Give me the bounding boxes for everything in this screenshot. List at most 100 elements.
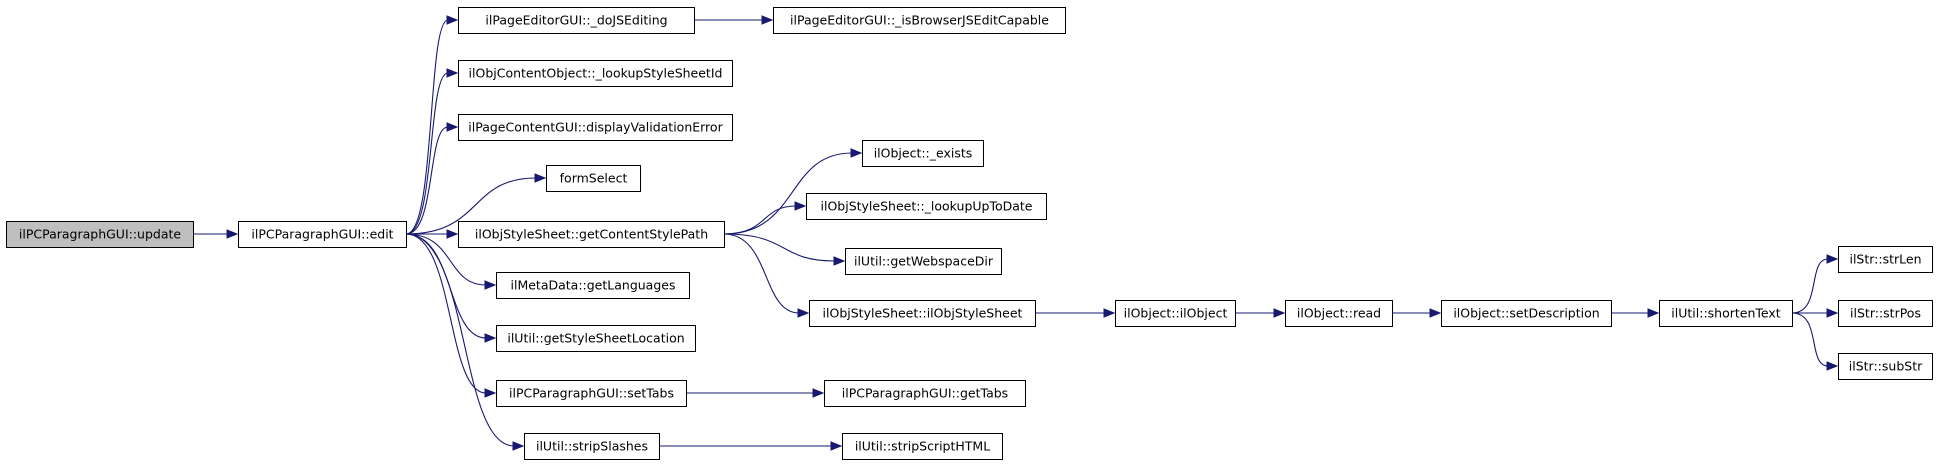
node-ilmetadata-getlanguages[interactable]: ilMetaData::getLanguages bbox=[496, 272, 690, 299]
node-box[interactable] bbox=[1115, 300, 1236, 327]
edge-arrowhead bbox=[761, 15, 774, 25]
node-box[interactable] bbox=[809, 300, 1036, 327]
edge-n7-n16 bbox=[723, 233, 800, 314]
node-label: ilStr::strLen bbox=[1849, 252, 1921, 267]
node-label: ilObjContentObject::_lookupStyleSheetId bbox=[469, 66, 723, 81]
node-box[interactable] bbox=[1838, 300, 1933, 327]
node-ilobject-exists[interactable]: ilObject::_exists bbox=[862, 140, 984, 167]
edge-arrowhead bbox=[812, 388, 825, 398]
node-box[interactable] bbox=[1838, 246, 1933, 273]
node-ilstr-strpos[interactable]: ilStr::strPos bbox=[1838, 300, 1933, 327]
node-label: ilPCParagraphGUI::update bbox=[19, 227, 182, 242]
node-box[interactable] bbox=[458, 7, 695, 34]
edge-arrowhead bbox=[484, 333, 497, 343]
edge-arrowhead bbox=[1826, 361, 1839, 371]
node-label: formSelect bbox=[560, 171, 628, 186]
edge-arrowhead bbox=[833, 256, 846, 266]
edge-n7-n15 bbox=[723, 233, 836, 262]
edge-arrowhead bbox=[446, 229, 459, 239]
node-box[interactable] bbox=[824, 380, 1026, 407]
edge-arrowhead bbox=[1429, 308, 1442, 318]
node-box[interactable] bbox=[496, 272, 690, 299]
node-ilutil-stripslashes[interactable]: ilUtil::stripSlashes bbox=[524, 433, 660, 460]
node-box[interactable] bbox=[1441, 300, 1612, 327]
edge-arrowhead bbox=[797, 308, 810, 318]
edge-n2-n11 bbox=[405, 233, 515, 447]
node-box[interactable] bbox=[458, 221, 725, 248]
edge-n22-n25 bbox=[1791, 312, 1829, 367]
node-box[interactable] bbox=[524, 433, 660, 460]
node-ilpcparagraphgui-edit[interactable]: ilPCParagraphGUI::edit bbox=[238, 221, 407, 248]
node-label: ilPCParagraphGUI::getTabs bbox=[842, 386, 1008, 401]
edge-arrowhead bbox=[534, 173, 547, 183]
node-ilobjstylesheet-getcontentstylepath[interactable]: ilObjStyleSheet::getContentStylePath bbox=[458, 221, 725, 248]
node-label: ilPageEditorGUI::_isBrowserJSEditCapable bbox=[790, 13, 1049, 28]
node-ilstr-substr[interactable]: ilStr::subStr bbox=[1838, 353, 1933, 380]
node-ilobject-setdescription[interactable]: ilObject::setDescription bbox=[1441, 300, 1612, 327]
node-ilstr-strlen[interactable]: ilStr::strLen bbox=[1838, 246, 1933, 273]
edge-arrowhead bbox=[484, 388, 497, 398]
node-box[interactable] bbox=[458, 114, 733, 141]
node-ilutil-getwebspacedir[interactable]: ilUtil::getWebspaceDir bbox=[845, 248, 1002, 275]
edge-arrowhead bbox=[1826, 308, 1839, 318]
edge-arrowhead bbox=[794, 201, 807, 211]
node-box[interactable] bbox=[6, 221, 194, 248]
node-label: ilMetaData::getLanguages bbox=[511, 278, 676, 293]
node-ilpageeditorgui-isbrowserjseditcapable[interactable]: ilPageEditorGUI::_isBrowserJSEditCapable bbox=[773, 7, 1066, 34]
edge-n2-n6 bbox=[405, 177, 537, 235]
edge-arrowhead bbox=[1273, 308, 1286, 318]
node-label: ilObjStyleSheet::_lookupUpToDate bbox=[821, 199, 1033, 214]
node-label: ilUtil::shortenText bbox=[1671, 306, 1780, 321]
node-box[interactable] bbox=[458, 60, 733, 87]
node-box[interactable] bbox=[806, 193, 1047, 220]
node-label: ilPageContentGUI::displayValidationError bbox=[468, 120, 723, 135]
node-box[interactable] bbox=[546, 165, 641, 192]
edge-n2-n10 bbox=[405, 233, 487, 394]
node-box[interactable] bbox=[773, 7, 1066, 34]
node-ilutil-getstylesheetlocation[interactable]: ilUtil::getStyleSheetLocation bbox=[496, 325, 696, 352]
node-label: ilObjStyleSheet::ilObjStyleSheet bbox=[823, 306, 1023, 321]
node-ilpcparagraphgui-gettabs[interactable]: ilPCParagraphGUI::getTabs bbox=[824, 380, 1026, 407]
node-box[interactable] bbox=[845, 248, 1002, 275]
node-box[interactable] bbox=[1659, 300, 1793, 327]
node-ilutil-stripscripthtml[interactable]: ilUtil::stripScriptHTML bbox=[842, 433, 1003, 460]
node-formselect[interactable]: formSelect bbox=[546, 165, 641, 192]
node-label: ilStr::subStr bbox=[1849, 359, 1923, 374]
node-ilpagecontentgui-displayvalidationerror[interactable]: ilPageContentGUI::displayValidationError bbox=[458, 114, 733, 141]
node-box[interactable] bbox=[842, 433, 1003, 460]
node-ilobjcontentobject-lookupstylesheetid[interactable]: ilObjContentObject::_lookupStyleSheetId bbox=[458, 60, 733, 87]
edge-n7-n14 bbox=[723, 205, 797, 235]
node-ilutil-shortentext[interactable]: ilUtil::shortenText bbox=[1659, 300, 1793, 327]
node-ilobjstylesheet-ilobjstylesheet[interactable]: ilObjStyleSheet::ilObjStyleSheet bbox=[809, 300, 1036, 327]
node-label: ilStr::strPos bbox=[1850, 306, 1921, 321]
node-label: ilUtil::getStyleSheetLocation bbox=[507, 331, 684, 346]
node-label: ilPCParagraphGUI::edit bbox=[251, 227, 393, 242]
node-box[interactable] bbox=[1285, 300, 1393, 327]
node-label: ilObject::_exists bbox=[874, 146, 973, 161]
edge-arrowhead bbox=[830, 441, 843, 451]
node-ilpcparagraphgui-settabs[interactable]: ilPCParagraphGUI::setTabs bbox=[496, 380, 687, 407]
node-box[interactable] bbox=[496, 380, 687, 407]
node-box[interactable] bbox=[862, 140, 984, 167]
node-label: ilObject::setDescription bbox=[1453, 306, 1599, 321]
node-label: ilObjStyleSheet::getContentStylePath bbox=[475, 227, 708, 242]
node-label: ilObject::ilObject bbox=[1124, 306, 1228, 321]
edge-n2-n5 bbox=[405, 126, 449, 235]
edge-arrowhead bbox=[484, 280, 497, 290]
node-ilobject-read[interactable]: ilObject::read bbox=[1285, 300, 1393, 327]
node-ilobjstylesheet-lookupuptodate[interactable]: ilObjStyleSheet::_lookupUpToDate bbox=[806, 193, 1047, 220]
node-ilpcparagraphgui-update[interactable]: ilPCParagraphGUI::update bbox=[6, 221, 194, 248]
node-box[interactable] bbox=[496, 325, 696, 352]
node-box[interactable] bbox=[238, 221, 407, 248]
node-ilobject-ilobject[interactable]: ilObject::ilObject bbox=[1115, 300, 1236, 327]
edge-arrowhead bbox=[446, 68, 459, 78]
node-ilpageeditorgui-dojsediting[interactable]: ilPageEditorGUI::_doJSEditing bbox=[458, 7, 695, 34]
node-box[interactable] bbox=[1838, 353, 1933, 380]
edge-arrowhead bbox=[1103, 308, 1116, 318]
edge-n2-n8 bbox=[405, 233, 487, 286]
node-label: ilPCParagraphGUI::setTabs bbox=[509, 386, 674, 401]
edge-arrowhead bbox=[512, 441, 525, 451]
node-label: ilUtil::getWebspaceDir bbox=[854, 254, 994, 269]
edge-arrowhead bbox=[226, 229, 239, 239]
